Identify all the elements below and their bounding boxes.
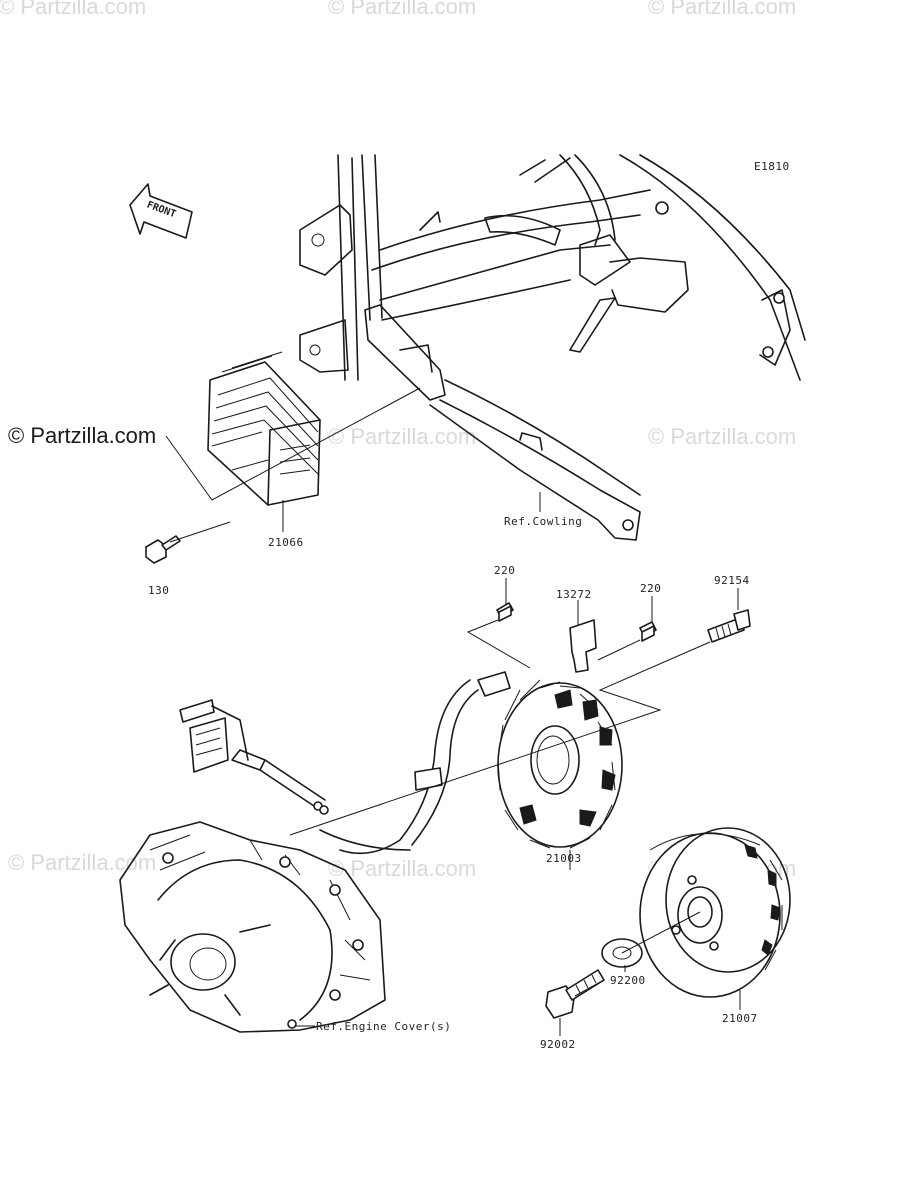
clamp-13272 bbox=[569, 619, 597, 673]
bolt-92154 bbox=[707, 609, 751, 643]
part-label-21003[interactable]: 21003 bbox=[546, 852, 582, 865]
front-arrow-label: FRONT bbox=[145, 200, 177, 221]
watermark-top-left: © Partzilla.com bbox=[0, 0, 147, 19]
part-label-92002[interactable]: 92002 bbox=[540, 1038, 576, 1051]
watermark-top-center: © Partzilla.com bbox=[328, 0, 477, 19]
rotor-21007 bbox=[639, 827, 791, 998]
stator-21003 bbox=[497, 679, 623, 849]
part-label-220-left[interactable]: 220 bbox=[494, 564, 516, 577]
part-label-92200[interactable]: 92200 bbox=[610, 974, 646, 987]
leader-lines bbox=[165, 387, 741, 1036]
watermark-top-right: © Partzilla.com bbox=[648, 0, 797, 19]
watermark-low-center: © Partzilla.com bbox=[328, 856, 477, 881]
wiring-harness bbox=[179, 671, 511, 855]
front-arrow-icon: FRONT bbox=[129, 183, 193, 239]
engine-cover bbox=[119, 821, 386, 1033]
screw-220-left bbox=[496, 602, 514, 622]
bolt-130 bbox=[145, 535, 181, 564]
part-label-130[interactable]: 130 bbox=[148, 584, 170, 597]
part-label-13272[interactable]: 13272 bbox=[556, 588, 592, 601]
watermark-mid-right: © Partzilla.com bbox=[648, 424, 797, 449]
part-label-220-right[interactable]: 220 bbox=[640, 582, 662, 595]
watermark-mid-center: © Partzilla.com bbox=[328, 424, 477, 449]
ref-engine-cover-label: Ref.Engine Cover(s) bbox=[316, 1020, 452, 1033]
flange-bolt-92002 bbox=[545, 969, 605, 1019]
ref-cowling-label: Ref.Cowling bbox=[504, 515, 583, 528]
regulator-21066 bbox=[207, 351, 321, 506]
part-label-92154[interactable]: 92154 bbox=[714, 574, 750, 587]
diagram-code: E1810 bbox=[754, 160, 790, 173]
watermark-primary: © Partzilla.com bbox=[8, 423, 157, 448]
part-label-21007[interactable]: 21007 bbox=[722, 1012, 758, 1025]
screw-220-right bbox=[639, 621, 657, 642]
part-label-21066[interactable]: 21066 bbox=[268, 536, 304, 549]
frame-drawing bbox=[299, 154, 806, 541]
